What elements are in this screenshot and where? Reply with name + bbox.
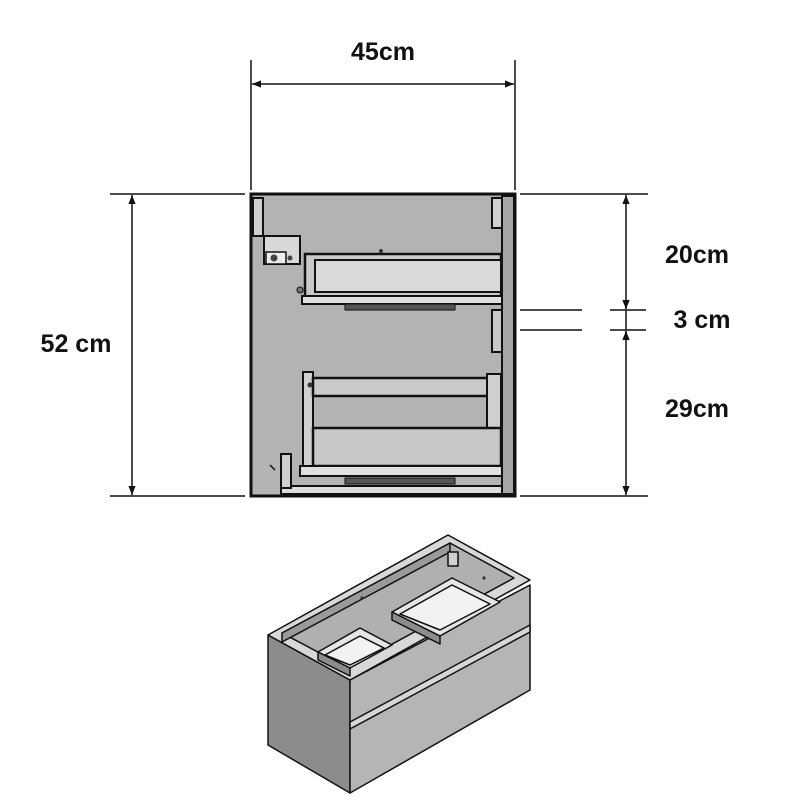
front-panel <box>501 195 515 495</box>
width-label: 45cm <box>351 38 415 66</box>
top-drawer-height-label: 20cm <box>665 241 729 269</box>
drawer-split <box>349 624 531 730</box>
bottom-drawer-height-label: 29cm <box>665 395 729 423</box>
section-view <box>249 192 517 498</box>
dimension-lines <box>110 60 648 497</box>
iso-left-drawer <box>317 627 393 677</box>
isometric-view <box>267 534 531 794</box>
bottom-drawer <box>299 371 503 477</box>
top-drawer <box>296 249 503 311</box>
middle-rail <box>491 309 503 353</box>
cabinet-base <box>269 453 503 495</box>
wall-hanger <box>263 235 301 265</box>
iso-right-drawer <box>391 577 501 645</box>
gap-label: 3 cm <box>674 306 731 334</box>
height-label: 52 cm <box>41 330 112 358</box>
